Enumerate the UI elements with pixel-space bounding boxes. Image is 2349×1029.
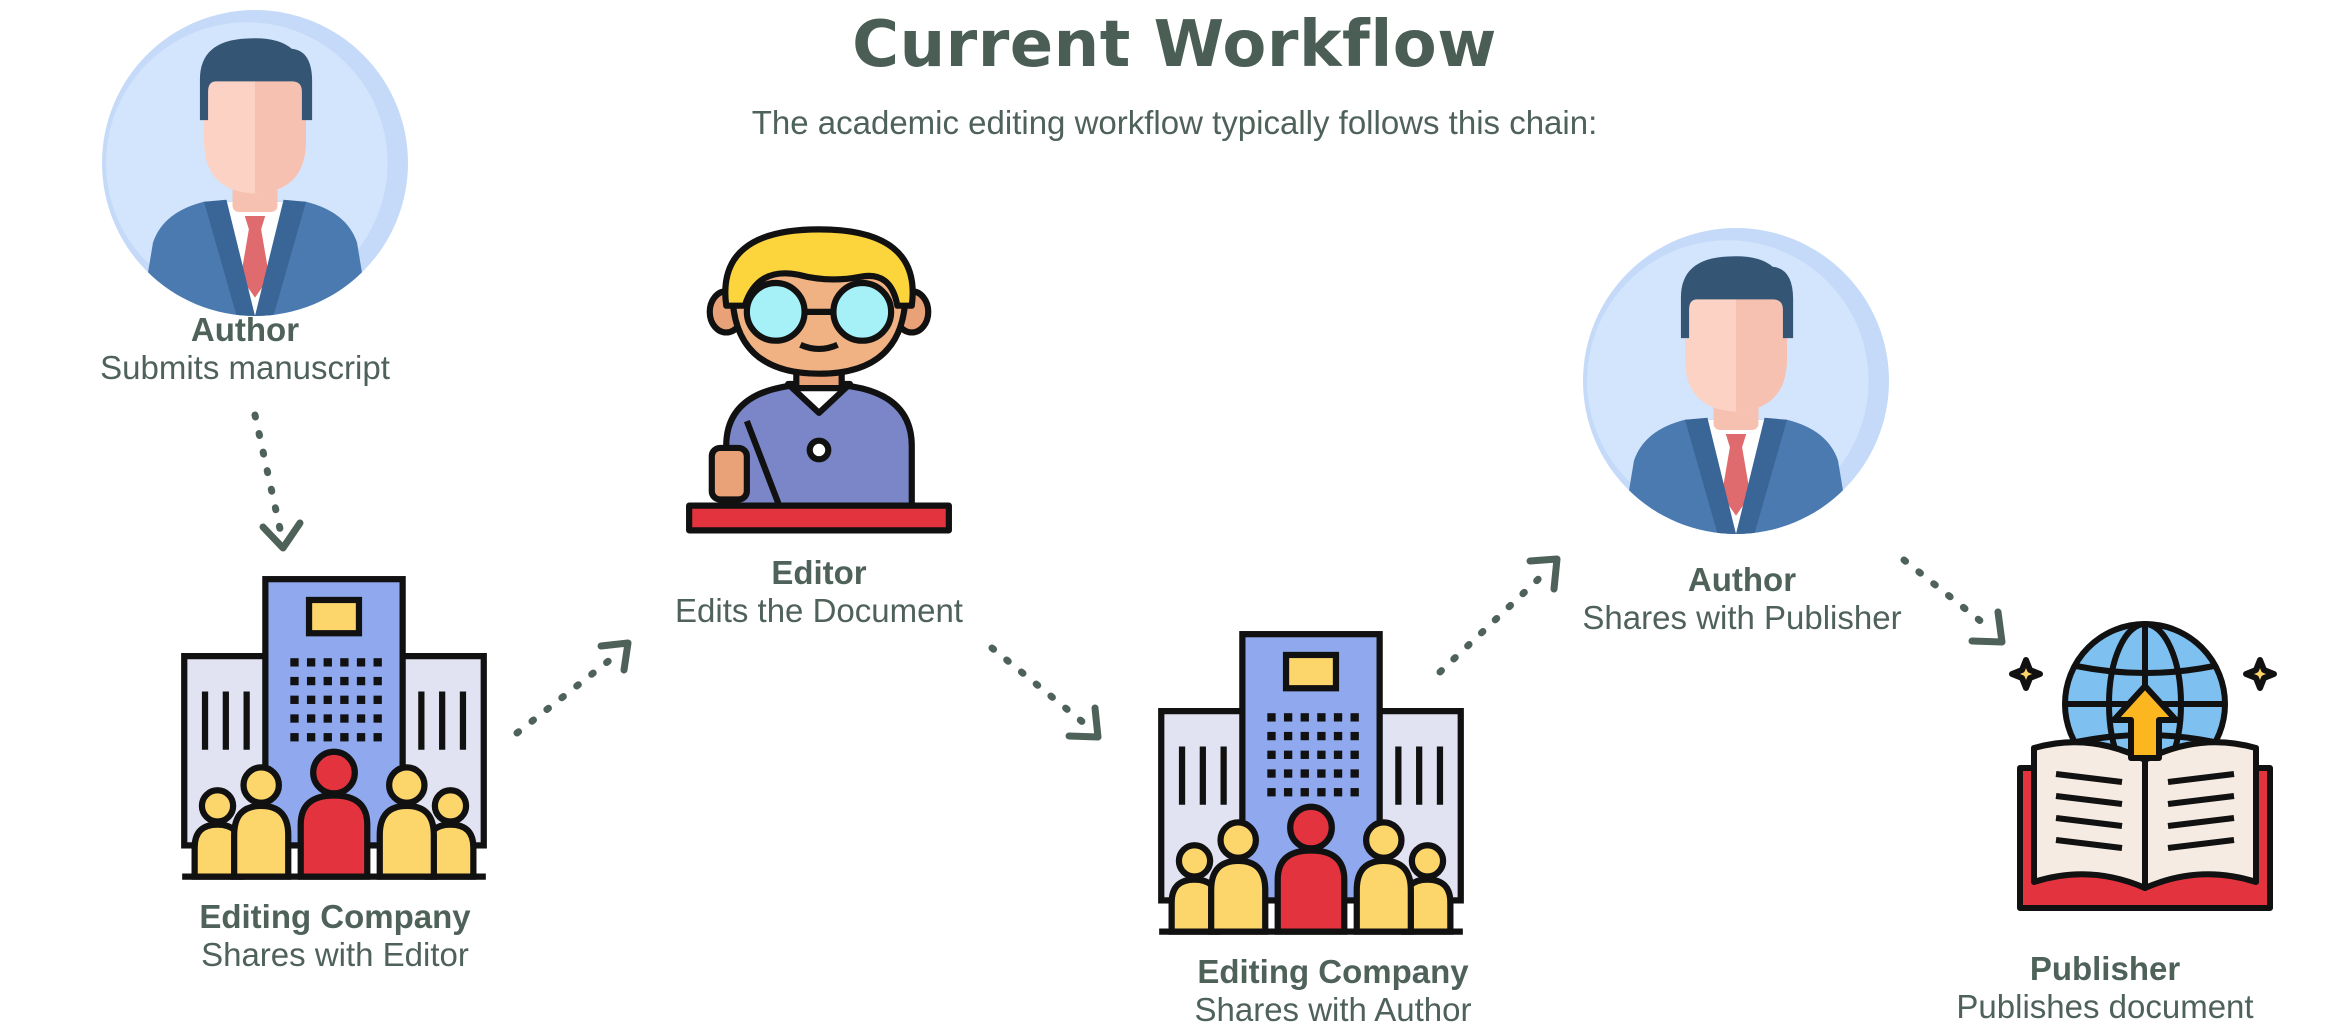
office-building-team-icon xyxy=(181,576,487,880)
node-description: Shares with Publisher xyxy=(1582,599,1902,636)
globe-book-icon xyxy=(2009,621,2277,911)
arrow-company-to-author xyxy=(1436,555,1561,676)
node-editor-label: Editor Edits the Document xyxy=(669,554,969,630)
node-description: Publishes document xyxy=(1956,988,2254,1025)
arrow-company-to-editor xyxy=(513,639,632,737)
node-editing-company-label: Editing Company Shares with Editor xyxy=(185,898,485,974)
node-description: Edits the Document xyxy=(675,592,963,629)
node-name: Editing Company xyxy=(199,898,471,935)
office-building-team-icon xyxy=(1158,631,1464,935)
editor-glasses-icon xyxy=(686,226,952,534)
page-title: Current Workflow xyxy=(852,8,1497,82)
node-name: Author xyxy=(1687,561,1797,598)
node-name: Publisher xyxy=(2029,950,2181,987)
node-name: Editor xyxy=(771,554,867,591)
node-description: Shares with Author xyxy=(1194,991,1472,1028)
node-name: Author xyxy=(190,311,300,348)
node-description: Shares with Editor xyxy=(201,936,469,973)
node-editing-company-label: Editing Company Shares with Author xyxy=(1183,953,1483,1029)
arrow-author-to-company xyxy=(251,411,304,552)
node-name: Editing Company xyxy=(1197,953,1469,990)
node-author-label: Author Shares with Publisher xyxy=(1569,561,1915,637)
author-avatar-icon xyxy=(1583,228,1889,534)
arrow-editor-to-company xyxy=(988,644,1102,741)
author-avatar-icon xyxy=(102,10,408,316)
arrow-author-to-publisher xyxy=(1900,556,2006,646)
node-author-label: Author Submits manuscript xyxy=(95,311,395,387)
node-description: Submits manuscript xyxy=(100,349,390,386)
node-publisher-label: Publisher Publishes document xyxy=(1955,950,2255,1026)
page-subtitle: The academic editing workflow typically … xyxy=(751,104,1598,141)
